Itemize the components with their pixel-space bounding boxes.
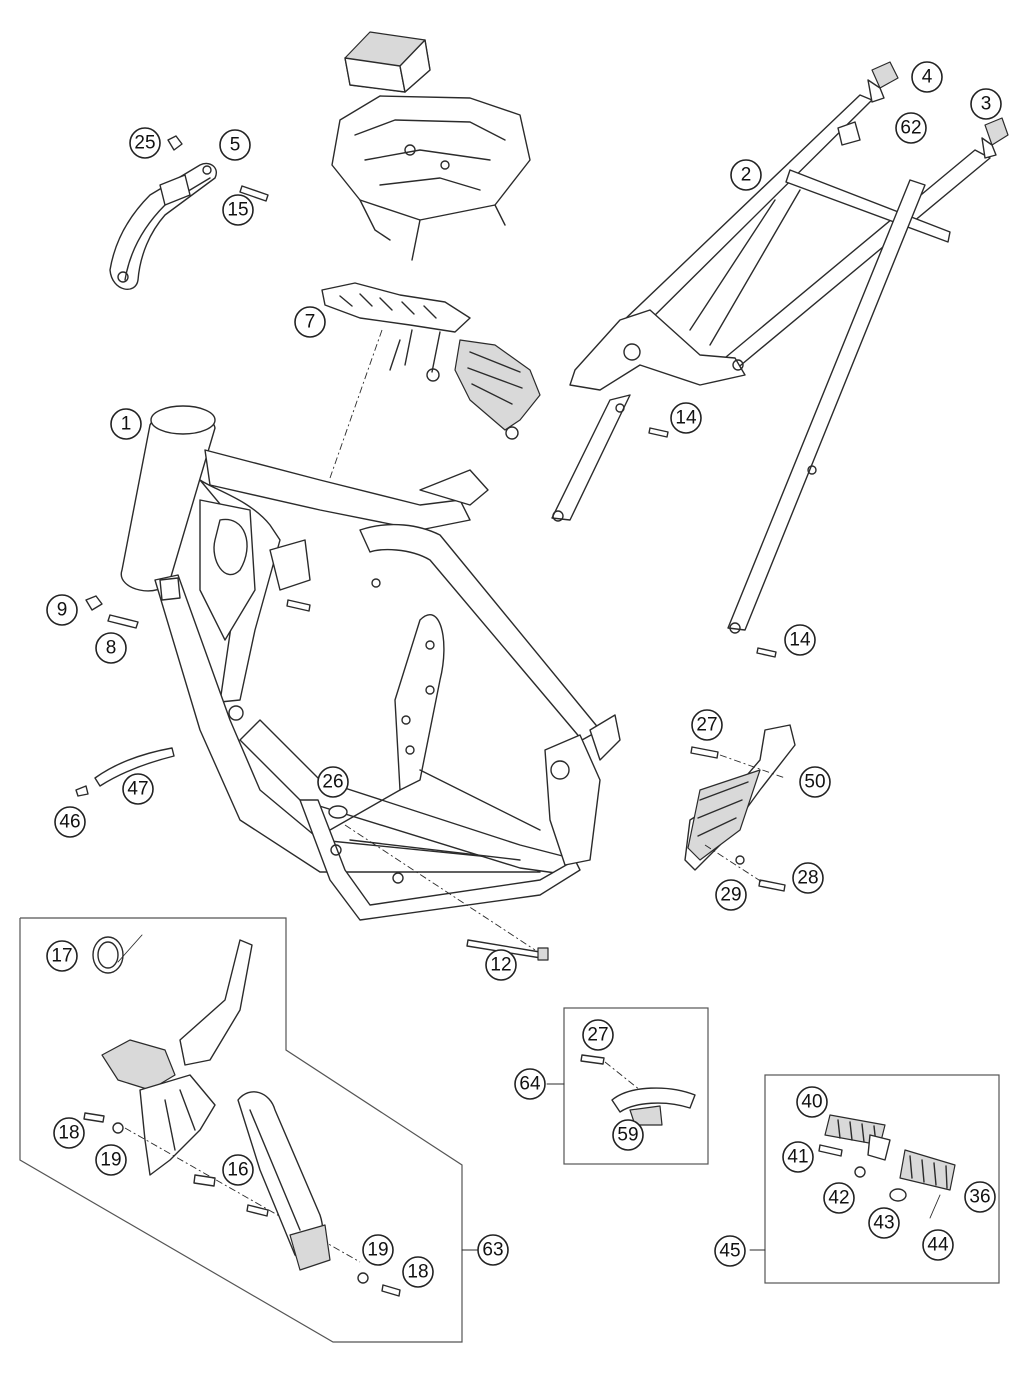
group-box-64 [546,1007,709,1165]
callout-62[interactable]: 62 [895,112,927,144]
callout-3[interactable]: 3 [970,88,1002,120]
callout-16[interactable]: 16 [222,1154,254,1186]
svg-text:12: 12 [490,955,511,976]
tie-strap-part [92,934,143,974]
callout-28[interactable]: 28 [792,862,824,894]
chain-guide-part [684,724,796,892]
plate-holder-part [321,282,541,479]
callout-64[interactable]: 64 [514,1068,546,1100]
callout-26[interactable]: 26 [317,766,349,798]
callout-47[interactable]: 47 [122,773,154,805]
main-frame-part [120,405,621,951]
callout-27b[interactable]: 27 [582,1019,614,1051]
callout-12[interactable]: 12 [485,949,517,981]
callout-14a[interactable]: 14 [670,402,702,434]
callout-25[interactable]: 25 [129,127,161,159]
svg-text:5: 5 [230,135,241,156]
frame-protector-left-part [83,939,361,1263]
callout-63[interactable]: 63 [477,1234,509,1266]
callout-15[interactable]: 15 [222,194,254,226]
link-bracket-part [109,135,269,290]
callout-19b[interactable]: 19 [362,1234,394,1266]
subframe-caps [648,61,1009,658]
chain-slider-part [580,1054,696,1126]
svg-text:27: 27 [587,1025,608,1046]
svg-text:50: 50 [804,772,825,793]
callout-9[interactable]: 9 [46,594,78,626]
svg-text:44: 44 [927,1235,949,1256]
svg-text:64: 64 [519,1074,541,1095]
svg-text:19: 19 [367,1240,388,1261]
callout-44[interactable]: 44 [922,1229,954,1261]
callout-27a[interactable]: 27 [691,709,723,741]
group-box-45 [749,1074,1000,1284]
svg-text:18: 18 [58,1123,79,1144]
callout-4[interactable]: 4 [911,61,943,93]
svg-text:28: 28 [797,868,818,889]
footrest-part [818,1114,956,1219]
svg-text:59: 59 [617,1125,638,1146]
callout-41[interactable]: 41 [782,1141,814,1173]
callout-8[interactable]: 8 [95,632,127,664]
callout-7[interactable]: 7 [294,306,326,338]
callout-42[interactable]: 42 [823,1182,855,1214]
svg-text:29: 29 [720,885,741,906]
callout-5[interactable]: 5 [219,129,251,161]
svg-text:62: 62 [900,118,921,139]
callout-19a[interactable]: 19 [95,1144,127,1176]
svg-text:14: 14 [675,408,697,429]
svg-text:15: 15 [227,200,248,221]
callout-36[interactable]: 36 [964,1181,996,1213]
callout-46[interactable]: 46 [54,806,86,838]
svg-text:27: 27 [696,715,717,736]
svg-text:26: 26 [322,772,343,793]
svg-text:9: 9 [57,600,68,621]
svg-text:46: 46 [59,812,80,833]
callout-18b[interactable]: 18 [402,1256,434,1288]
svg-text:3: 3 [981,94,992,115]
svg-text:8: 8 [106,638,117,659]
subframe-part [551,94,991,634]
svg-text:1: 1 [121,414,132,435]
svg-text:19: 19 [100,1150,121,1171]
svg-text:25: 25 [134,133,155,154]
svg-text:17: 17 [51,946,72,967]
svg-text:45: 45 [719,1241,740,1262]
svg-text:43: 43 [873,1213,894,1234]
svg-text:47: 47 [127,779,148,800]
callout-29[interactable]: 29 [715,879,747,911]
callout-1[interactable]: 1 [110,408,142,440]
callout-45[interactable]: 45 [714,1235,746,1267]
svg-text:4: 4 [922,67,933,88]
callout-43[interactable]: 43 [868,1207,900,1239]
airbox-bracket-part [331,31,531,261]
svg-text:7: 7 [305,312,316,333]
svg-text:2: 2 [741,165,752,186]
callout-59[interactable]: 59 [612,1119,644,1151]
frame-protector-right-part [237,1091,401,1297]
callout-17[interactable]: 17 [46,940,78,972]
frame-small-parts [75,595,549,961]
svg-text:63: 63 [482,1240,503,1261]
callout-18a[interactable]: 18 [53,1117,85,1149]
svg-text:40: 40 [801,1092,822,1113]
callout-2[interactable]: 2 [730,159,762,191]
svg-text:41: 41 [787,1147,808,1168]
callout-50[interactable]: 50 [799,766,831,798]
group-box-63 [19,917,479,1343]
svg-text:14: 14 [789,630,811,651]
callout-40[interactable]: 40 [796,1086,828,1118]
svg-text:42: 42 [828,1188,849,1209]
svg-text:18: 18 [407,1262,428,1283]
callout-14b[interactable]: 14 [784,624,816,656]
svg-text:16: 16 [227,1160,248,1181]
svg-text:36: 36 [969,1187,990,1208]
